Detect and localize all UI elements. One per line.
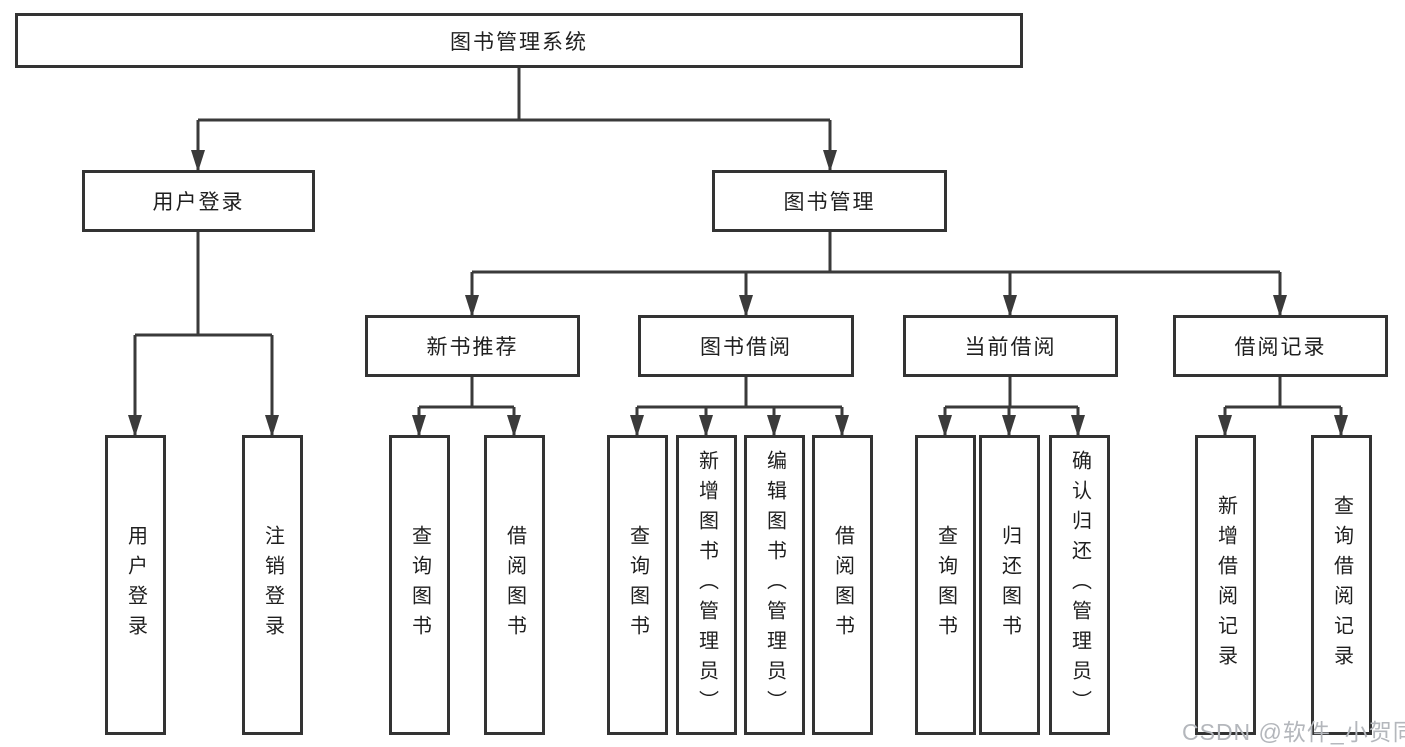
leaf-query-books-2: 查询图书 — [607, 435, 668, 735]
arrowhead-icon — [412, 415, 426, 437]
arrowhead-icon — [1273, 295, 1287, 317]
connector-borrow-records-branch — [1223, 377, 1343, 435]
node-root-system: 图书管理系统 — [15, 13, 1023, 68]
node-label: 借阅图书 — [503, 525, 526, 645]
node-label: 查询图书 — [934, 525, 957, 645]
node-label: 新增图书（管理员） — [695, 450, 718, 720]
node-user-login-branch: 用户登录 — [82, 170, 315, 232]
node-label: 查询借阅记录 — [1330, 495, 1353, 675]
leaf-add-book-admin: 新增图书（管理员） — [676, 435, 737, 735]
leaf-query-books-3: 查询图书 — [915, 435, 976, 735]
arrowhead-icon — [1334, 415, 1348, 437]
node-label: 注销登录 — [261, 525, 284, 645]
arrowhead-icon — [823, 150, 837, 172]
arrowhead-icon — [465, 295, 479, 317]
leaf-query-borrow-record: 查询借阅记录 — [1311, 435, 1372, 735]
node-current-borrowing: 当前借阅 — [903, 315, 1118, 377]
node-label: 图书借阅 — [700, 336, 792, 359]
arrowhead-icon — [1003, 295, 1017, 317]
arrowhead-icon — [835, 415, 849, 437]
node-label: 用户登录 — [152, 191, 245, 214]
leaf-logout: 注销登录 — [242, 435, 303, 735]
leaf-confirm-return-admin: 确认归还（管理员） — [1049, 435, 1110, 735]
arrowhead-icon — [739, 295, 753, 317]
arrowhead-icon — [191, 150, 205, 172]
node-label: 归还图书 — [998, 525, 1021, 645]
leaf-add-borrow-record: 新增借阅记录 — [1195, 435, 1256, 735]
node-label: 当前借阅 — [964, 336, 1057, 359]
arrowhead-icon — [938, 415, 952, 437]
arrowheads — [128, 150, 1348, 437]
node-label: 查询图书 — [408, 525, 431, 645]
watermark: CSDN @软件_小贺同学 — [1182, 719, 1405, 745]
node-label: 编辑图书（管理员） — [763, 450, 786, 720]
node-label: 新增借阅记录 — [1214, 495, 1237, 675]
leaf-return-book: 归还图书 — [979, 435, 1040, 735]
node-book-management-branch: 图书管理 — [712, 170, 947, 232]
node-label: 查询图书 — [626, 525, 649, 645]
leaf-user-login: 用户登录 — [105, 435, 166, 735]
connector-root-branch — [196, 68, 832, 170]
node-label: 借阅记录 — [1234, 336, 1327, 359]
leaf-query-books-1: 查询图书 — [389, 435, 450, 735]
arrowhead-icon — [1002, 415, 1016, 437]
arrowhead-icon — [265, 415, 279, 437]
leaf-edit-book-admin: 编辑图书（管理员） — [744, 435, 805, 735]
arrowhead-icon — [1218, 415, 1232, 437]
node-label: 新书推荐 — [426, 336, 519, 359]
leaf-borrow-books-1: 借阅图书 — [484, 435, 545, 735]
arrowhead-icon — [767, 415, 781, 437]
connector-user-login-branch — [133, 232, 274, 435]
connector-book-mgmt-branch — [470, 232, 1282, 315]
node-label: 用户登录 — [124, 525, 147, 645]
arrowhead-icon — [630, 415, 644, 437]
arrowhead-icon — [699, 415, 713, 437]
node-book-borrowing: 图书借阅 — [638, 315, 854, 377]
arrowhead-icon — [507, 415, 521, 437]
connector-book-borrow-branch — [635, 377, 844, 435]
node-label: 借阅图书 — [831, 525, 854, 645]
node-label: 确认归还（管理员） — [1068, 450, 1091, 720]
arrowhead-icon — [1071, 415, 1085, 437]
leaf-borrow-books-2: 借阅图书 — [812, 435, 873, 735]
node-label: 图书管理 — [783, 191, 876, 214]
node-new-book-recommend: 新书推荐 — [365, 315, 580, 377]
node-borrowing-records: 借阅记录 — [1173, 315, 1388, 377]
connector-new-book-branch — [417, 377, 516, 435]
arrowhead-icon — [128, 415, 142, 437]
node-label: 图书管理系统 — [450, 30, 588, 54]
